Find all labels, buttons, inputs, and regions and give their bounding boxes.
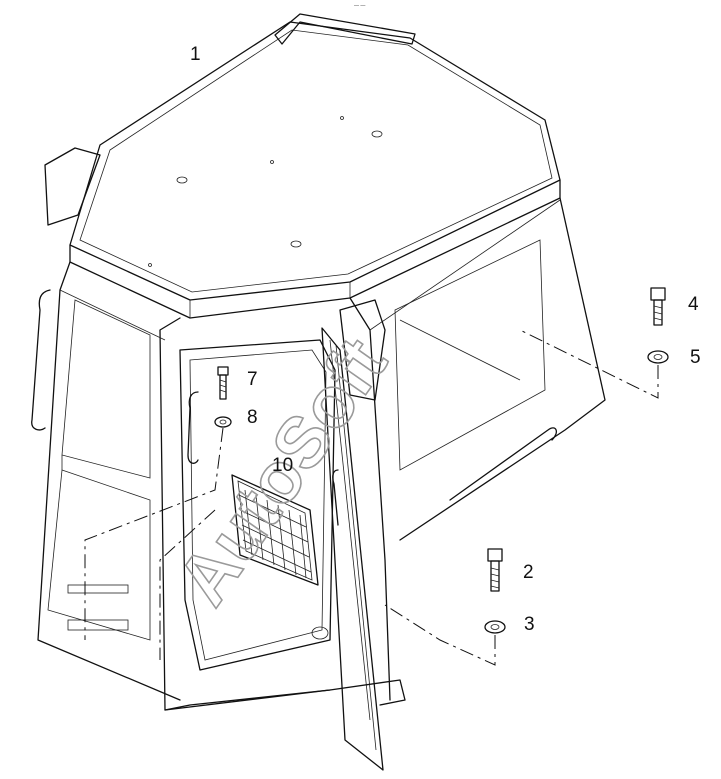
washer-8 bbox=[214, 416, 232, 428]
cab-body bbox=[31, 197, 606, 771]
callout-4: 4 bbox=[688, 294, 699, 315]
callout-8: 8 bbox=[247, 407, 258, 428]
callout-7: 7 bbox=[247, 369, 258, 390]
callout-5: 5 bbox=[690, 347, 701, 368]
top-note: — — bbox=[354, 3, 365, 9]
roof bbox=[44, 13, 561, 319]
callout-1: 1 bbox=[190, 44, 201, 65]
washer-5 bbox=[647, 350, 669, 364]
bolt-2 bbox=[487, 548, 503, 592]
bolt-7 bbox=[217, 366, 229, 400]
callout-2: 2 bbox=[523, 562, 534, 583]
bolt-4 bbox=[650, 287, 666, 326]
callout-3: 3 bbox=[524, 614, 535, 635]
callout-10: 10 bbox=[272, 455, 293, 476]
assembly-lines bbox=[84, 329, 659, 666]
washer-3 bbox=[484, 620, 506, 634]
cabin-filter bbox=[231, 474, 319, 586]
